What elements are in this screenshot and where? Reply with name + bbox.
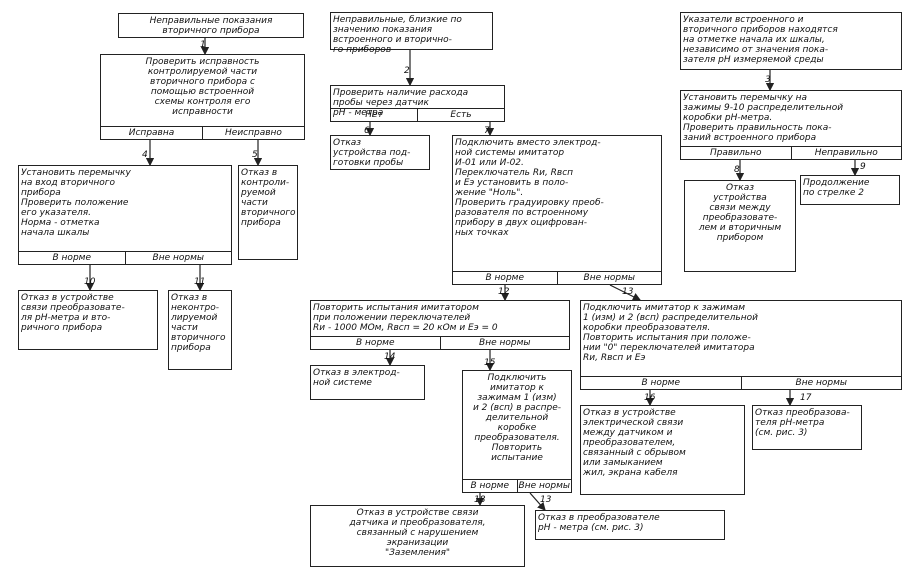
block-4-text: Отказ в контроли- руемой части вторичног…	[241, 168, 296, 228]
step-number: 11	[194, 277, 206, 287]
block-5-link-failure: Отказ в устройстве связи преобразовате- …	[18, 290, 158, 350]
block-22-text: Отказ преобразова- теля pH-метра (см. ри…	[755, 408, 850, 438]
block-12-electrode-failure: Отказ в электрод- ной системе	[310, 365, 425, 400]
block-9-sample-prep-failure: Отказ устройства под- готовки пробы	[330, 135, 430, 170]
block-20-outcomes: В норме Вне нормы	[581, 376, 901, 389]
outcome-bad: Вне нормы	[740, 377, 902, 389]
block-8-text: Проверить наличие расхода пробы через да…	[333, 88, 469, 118]
block-21-text: Отказ в устройстве электрической связи м…	[583, 408, 686, 478]
block-14-text: Отказ в устройстве связи датчика и преоб…	[349, 508, 486, 558]
block-13-outcomes: В норме Вне нормы	[463, 479, 571, 492]
step-number: 7	[484, 126, 490, 136]
outcome-correct: Правильно	[709, 148, 762, 158]
block-11-text: Повторить испытания имитатором при полож…	[313, 303, 498, 333]
block-11-repeat-tests: Повторить испытания имитатором при полож…	[310, 300, 570, 350]
block-5-text: Отказ в устройстве связи преобразовате- …	[21, 293, 125, 333]
block-20-text: Подключить имитатор к зажимам 1 (изм) и …	[583, 303, 758, 363]
step-number: 17	[800, 393, 812, 403]
outcome-ok: В норме	[52, 253, 91, 263]
block-17-jumper-terminals: Установить перемычку на зажимы 9-10 расп…	[680, 90, 902, 160]
block-4-controlled-part-failure: Отказ в контроли- руемой части вторичног…	[238, 165, 298, 260]
step-number: 13	[540, 495, 552, 505]
block-2-check-controlled-part: Проверить исправность контролируемой час…	[100, 54, 305, 140]
block-8-check-sample-flow: Проверить наличие расхода пробы через да…	[330, 85, 505, 122]
block-14-shielding-failure: Отказ в устройстве связи датчика и преоб…	[310, 505, 525, 567]
block-3-install-jumper: Установить перемычку на вход вторичного …	[18, 165, 232, 265]
outcome-ok: В норме	[470, 481, 509, 491]
step-number: 1	[200, 40, 206, 50]
outcome-bad: Вне нормы	[556, 272, 662, 284]
step-number: 4	[142, 150, 148, 160]
block-22-ph-converter-failure: Отказ преобразова- теля pH-метра (см. ри…	[752, 405, 862, 450]
block-2-text: Проверить исправность контролируемой час…	[145, 57, 260, 117]
block-19-continue-arrow-2: Продолжение по стрелке 2	[800, 175, 900, 205]
step-number: 8	[734, 165, 740, 175]
block-17-text: Установить перемычку на зажимы 9-10 расп…	[683, 93, 844, 143]
block-13-connect-simulator-terminals: Подключить имитатор к зажимам 1 (изм) и …	[462, 370, 572, 493]
block-19-text: Продолжение по стрелке 2	[803, 178, 870, 198]
block-12-text: Отказ в электрод- ной системе	[313, 368, 400, 388]
block-3-text: Установить перемычку на вход вторичного …	[21, 168, 131, 238]
block-6-text: Отказ в неконтро- лируемой части вторичн…	[171, 293, 226, 353]
step-number: 6	[364, 126, 370, 136]
step-number: 16	[644, 393, 656, 403]
block-10-connect-simulator: Подключить вместо электрод- ной системы …	[452, 135, 662, 285]
outcome-bad: Вне нормы	[439, 337, 570, 349]
block-20-connect-to-junction-box: Подключить имитатор к зажимам 1 (изм) и …	[580, 300, 902, 390]
block-15-converter-failure: Отказ в преобразователе pH - метра (см. …	[535, 510, 725, 540]
block-9-text: Отказ устройства под- готовки пробы	[333, 138, 411, 168]
block-7-close-readings: Неправильные, близкие по значению показа…	[330, 12, 493, 55]
outcome-no: Нет	[365, 110, 383, 120]
step-number: 2	[404, 66, 410, 76]
step-number: 15	[484, 358, 496, 368]
block-10-outcomes: В норме Вне нормы	[453, 271, 661, 284]
outcome-yes: Есть	[417, 109, 504, 121]
step-number: 13	[622, 287, 634, 297]
block-21-cable-failure: Отказ в устройстве электрической связи м…	[580, 405, 745, 495]
step-number: 14	[384, 352, 396, 362]
outcome-ok: Исправна	[128, 128, 175, 138]
block-10-text: Подключить вместо электрод- ной системы …	[455, 138, 604, 238]
outcome-bad: Вне нормы	[516, 480, 572, 492]
block-17-outcomes: Правильно Неправильно	[681, 146, 901, 159]
block-7-text: Неправильные, близкие по значению показа…	[333, 15, 462, 55]
block-16-text: Указатели встроенного и вторичного прибо…	[683, 15, 838, 65]
block-18-link-converter-secondary-failure: Отказ устройства связи между преобразова…	[684, 180, 796, 272]
block-8-outcomes: Нет Есть	[331, 108, 504, 121]
step-number: 12	[498, 287, 510, 297]
block-3-outcomes: В норме Вне нормы	[19, 251, 231, 264]
step-number: 5	[252, 150, 258, 160]
step-number: 3	[765, 75, 771, 85]
block-16-pointers-at-zero: Указатели встроенного и вторичного прибо…	[680, 12, 902, 70]
block-13-text: Подключить имитатор к зажимам 1 (изм) и …	[472, 373, 562, 463]
outcome-ok: В норме	[356, 338, 395, 348]
step-number: 10	[84, 277, 96, 287]
block-18-text: Отказ устройства связи между преобразова…	[698, 183, 782, 243]
block-1-text: Неправильные показания вторичного прибор…	[149, 16, 273, 36]
block-2-outcomes: Исправна Неисправно	[101, 126, 304, 139]
block-1-incorrect-readings: Неправильные показания вторичного прибор…	[118, 13, 304, 38]
outcome-bad: Неисправно	[202, 127, 304, 139]
block-15-text: Отказ в преобразователе pH - метра (см. …	[538, 513, 660, 533]
block-11-outcomes: В норме Вне нормы	[311, 336, 569, 349]
step-number: 9	[860, 162, 866, 172]
step-number: 18	[474, 495, 486, 505]
outcome-ok: В норме	[641, 378, 680, 388]
outcome-incorrect: Неправильно	[790, 147, 902, 159]
outcome-bad: Вне нормы	[124, 252, 232, 264]
block-6-uncontrolled-part-failure: Отказ в неконтро- лируемой части вторичн…	[168, 290, 232, 370]
outcome-ok: В норме	[485, 273, 524, 283]
